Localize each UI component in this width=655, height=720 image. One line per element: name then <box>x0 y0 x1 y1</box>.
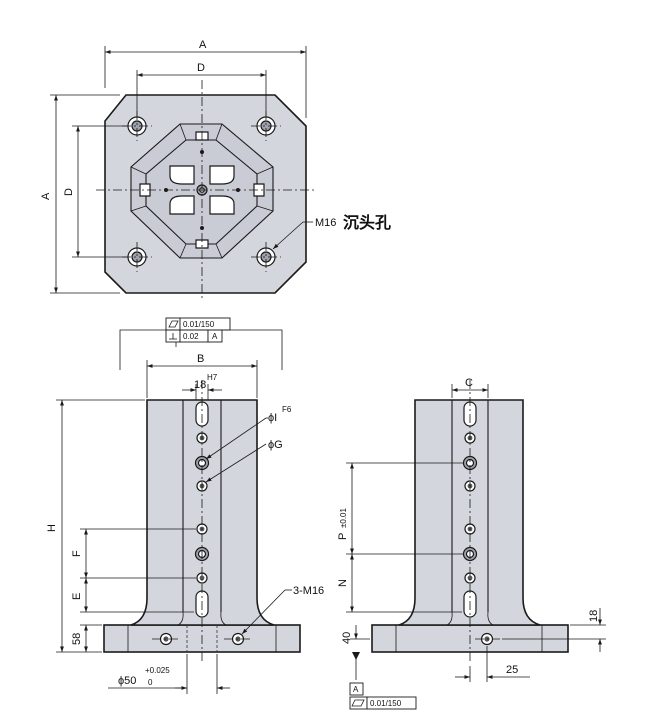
bore-tol-lower: 0 <box>148 678 153 687</box>
dim-phi-i: ϕI <box>268 412 277 424</box>
dim-slot-tol: H7 <box>207 373 218 382</box>
top-view: A D A D M16 沉头孔 <box>40 39 391 300</box>
bore-dia: ϕ50 <box>118 675 136 687</box>
dim-d-top: D <box>197 62 205 74</box>
front-view: 0.01/150 0.02 A B 18 H7 ϕI F6 ϕG H <box>46 317 324 694</box>
dim-d-side: D <box>63 188 75 196</box>
thread-note: 3-M16 <box>293 585 324 597</box>
side-hole-2 <box>462 455 478 471</box>
dim-a-top: A <box>199 39 207 51</box>
edge-slot-right <box>253 183 265 197</box>
cross-slot-bl <box>169 195 195 215</box>
dim-e: E <box>71 593 83 600</box>
side-view: C P ±0.01 N 40 A 0.01/150 18 <box>337 377 606 710</box>
dim-p: P <box>337 533 349 540</box>
cross-slot-tr <box>209 165 235 185</box>
dim-n: N <box>337 579 349 587</box>
dim-f: F <box>71 550 83 557</box>
dim-h: H <box>46 524 58 532</box>
dim-a-side: A <box>40 192 52 200</box>
dim-b: B <box>197 353 204 365</box>
side-column <box>398 399 541 626</box>
counterbore-note: 沉头孔 <box>343 213 391 232</box>
dim-58: 58 <box>71 633 83 645</box>
dim-18-side: 18 <box>588 610 600 622</box>
fcf-perp-value: 0.02 <box>183 332 199 341</box>
dim-40: 40 <box>341 632 353 644</box>
counterbore-size: M16 <box>315 217 336 229</box>
dim-p-tol: ±0.01 <box>339 507 348 528</box>
cross-slot-tl <box>169 165 195 185</box>
dim-c: C <box>465 377 473 389</box>
fcf-flatness-value: 0.01/150 <box>370 699 402 708</box>
bore-tol-upper: +0.025 <box>145 666 170 675</box>
dim-slot-width: 18 <box>194 379 206 391</box>
dim-25: 25 <box>506 664 518 676</box>
edge-slot-left <box>139 183 151 197</box>
edge-slot-bottom <box>195 239 209 249</box>
fcf-parallel-value: 0.01/150 <box>183 320 215 329</box>
cross-slot-br <box>209 195 235 215</box>
datum-label: A <box>353 685 359 694</box>
dim-phi-g: ϕG <box>268 439 283 451</box>
dim-phi-i-tol: F6 <box>282 405 292 414</box>
front-column <box>130 399 275 626</box>
fcf-perp-datum: A <box>212 332 218 341</box>
front-hole-6 <box>196 572 208 584</box>
